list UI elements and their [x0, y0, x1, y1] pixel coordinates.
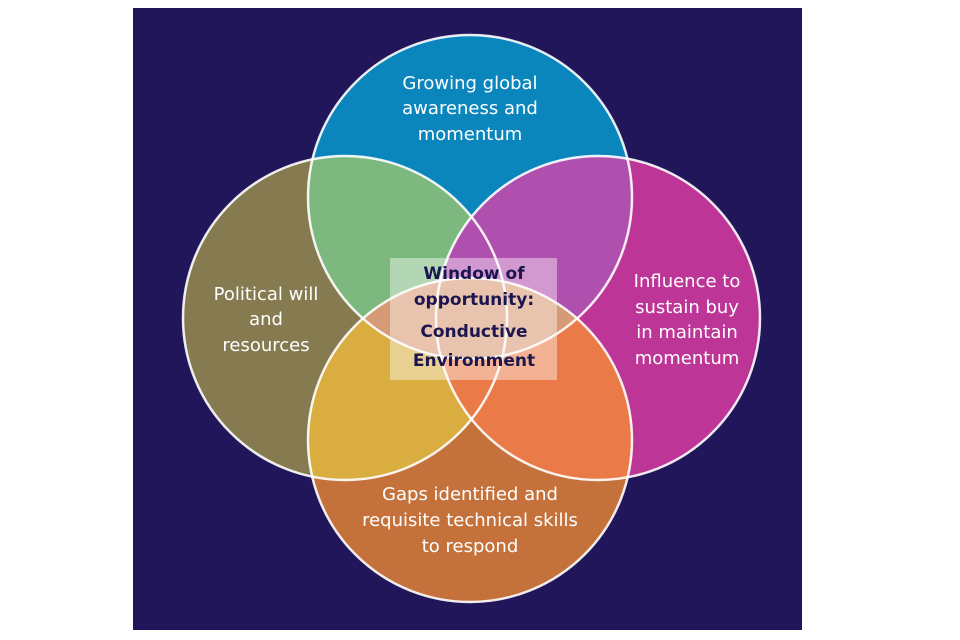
- circle-right-outline: [434, 154, 762, 482]
- circle-bottom-outline: [306, 276, 634, 604]
- circle-left-outline: [181, 154, 509, 482]
- center-label-1: Window of: [423, 264, 525, 284]
- right-label-2: sustain buy: [635, 297, 739, 318]
- center-label-box: [390, 258, 557, 380]
- left-label-2: and: [249, 309, 283, 330]
- bottom-label-2: requisite technical skills: [362, 510, 578, 531]
- bottom-label-1: Gaps identified and: [382, 484, 558, 505]
- center-label-4: Environment: [413, 351, 535, 371]
- top-label-2: awareness and: [402, 98, 538, 119]
- right-label-3: in maintain: [636, 322, 738, 343]
- bottom-label-3: to respond: [422, 536, 519, 557]
- circle-top-outline: [306, 33, 634, 361]
- top-label-3: momentum: [418, 124, 523, 145]
- left-label-3: resources: [222, 335, 309, 356]
- center-label-3: Conductive: [420, 322, 527, 342]
- right-label-1: Influence to: [634, 271, 741, 292]
- left-label-1: Political will: [214, 284, 319, 305]
- center-label-2: opportunity:: [414, 290, 534, 310]
- right-label-4: momentum: [635, 348, 740, 369]
- top-label-1: Growing global: [402, 73, 537, 94]
